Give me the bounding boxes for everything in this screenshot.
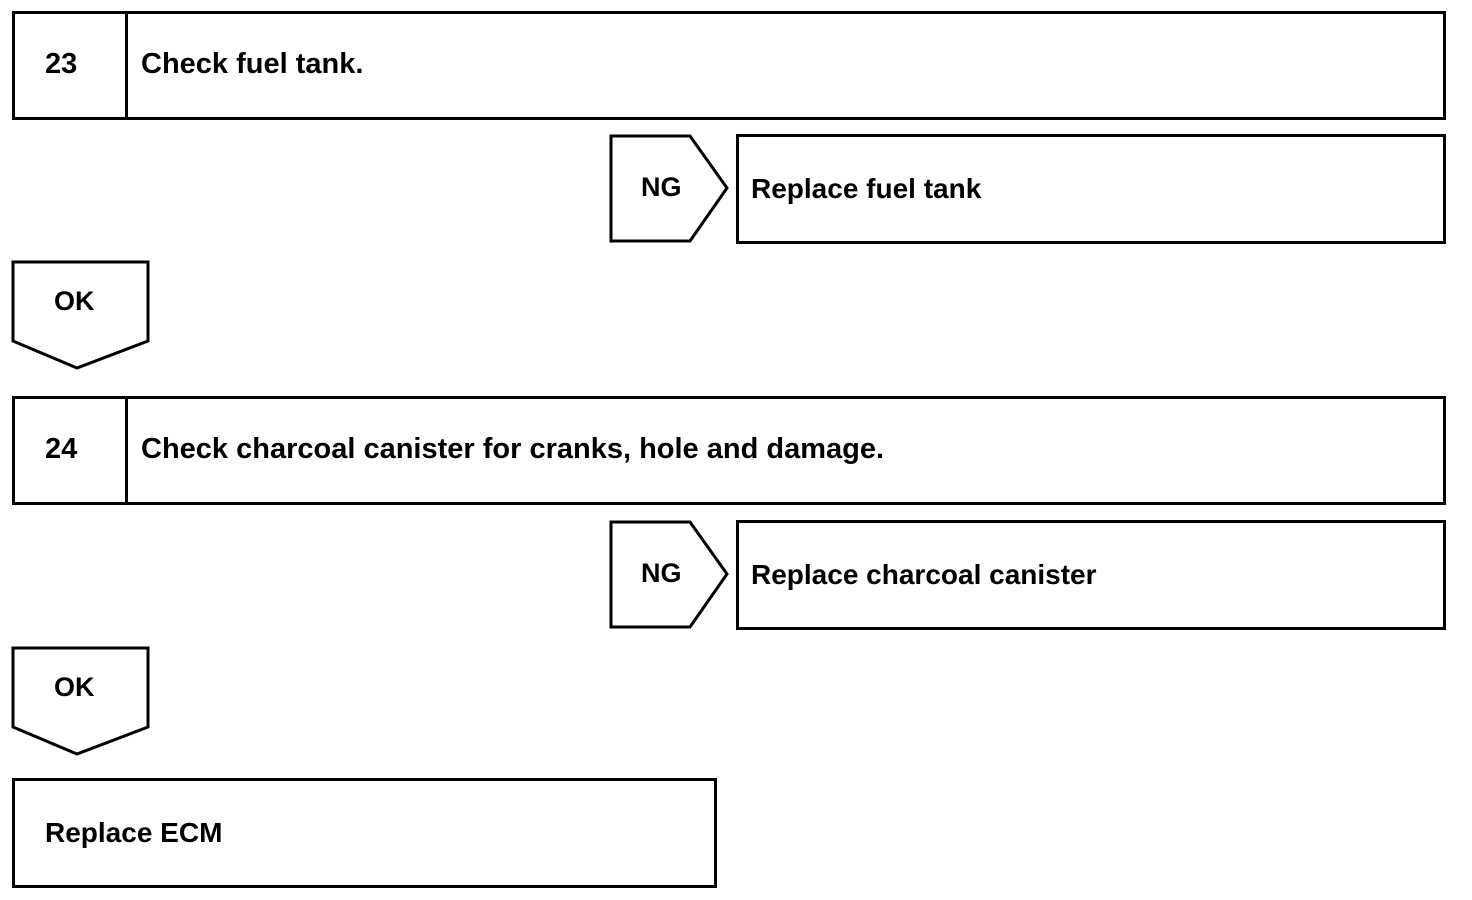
ng-arrow-shape: [609, 520, 729, 629]
step-23-ok-label: OK: [54, 286, 95, 316]
step-24-divider: [125, 399, 128, 502]
step-24-box: 24 Check charcoal canister for cranks, h…: [12, 396, 1446, 505]
step-23-text: Check fuel tank.: [141, 48, 364, 80]
step-23-number: 23: [45, 48, 78, 80]
step-24-ok-label: OK: [54, 672, 95, 702]
step-24-text: Check charcoal canister for cranks, hole…: [141, 433, 885, 465]
step-23-ng-action-text: Replace fuel tank: [751, 173, 982, 204]
final-action-text: Replace ECM: [45, 817, 223, 848]
step-23-ng-label: NG: [641, 172, 682, 202]
step-24-ng-action-text: Replace charcoal canister: [751, 559, 1097, 590]
step-24-ok-badge: OK: [11, 646, 151, 758]
step-23-divider: [125, 14, 128, 117]
ng-arrow-shape: [609, 134, 729, 243]
step-24-ng-badge: NG: [609, 520, 731, 630]
step-23-box: 23 Check fuel tank.: [12, 11, 1446, 120]
step-24-ng-action-box: Replace charcoal canister: [736, 520, 1446, 630]
step-24-ng-label: NG: [641, 558, 682, 588]
step-24-number: 24: [45, 433, 78, 465]
step-23-ok-badge: OK: [11, 260, 151, 372]
step-23-ng-badge: NG: [609, 134, 731, 244]
step-23-ng-action-box: Replace fuel tank: [736, 134, 1446, 244]
final-action-box: Replace ECM: [12, 778, 717, 888]
ok-arrow-shape: [11, 646, 150, 756]
ok-arrow-shape: [11, 260, 150, 370]
